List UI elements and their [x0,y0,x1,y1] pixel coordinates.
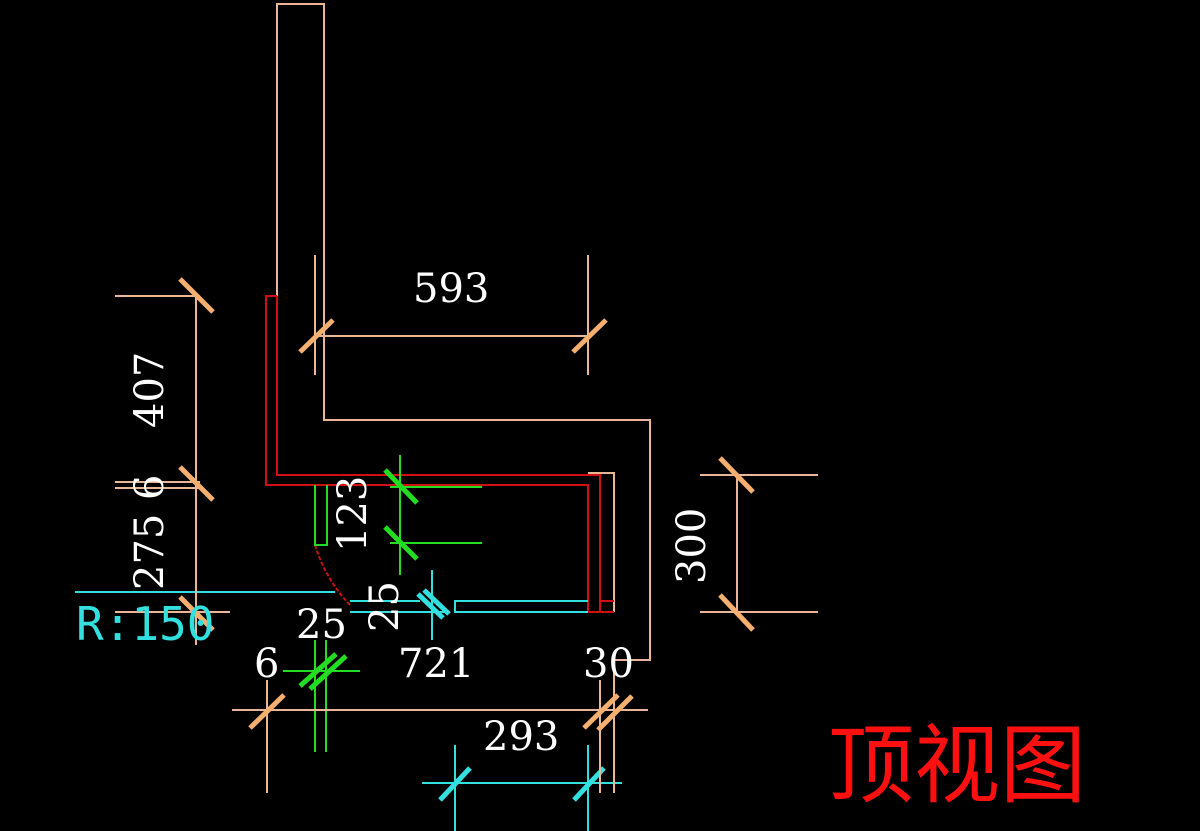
dim-label-123: 123 [330,476,376,552]
tick-left-mid [178,465,215,502]
dim-label-6-horizontal: 6 [254,641,279,687]
tick-cyan-25b [422,588,451,616]
cabinet-outline [276,3,651,661]
dim-label-593: 593 [413,266,489,312]
dim-label-407: 407 [127,352,173,428]
tick-293-left [438,766,472,802]
tick-cyan-25a [416,592,445,620]
dim-label-293: 293 [483,714,559,760]
green-dim-lines [283,455,482,752]
green-ticks [298,468,419,691]
outline-inner-box [588,472,615,612]
tick-123-top [383,468,419,505]
radius-label: R:150 [76,597,214,651]
orange-ticks [178,277,755,732]
dim-label-30: 30 [583,641,634,687]
wall-red-lines [265,295,614,613]
green-bracket [314,485,328,546]
view-title: 顶视图 [828,716,1086,816]
tick-30-a [582,693,620,730]
wall-left-inner [276,296,601,612]
tick-25h-b [308,654,348,691]
outline-back-panel [276,3,651,661]
tick-593-left [298,318,335,354]
tick-left-top [178,277,215,314]
dim-label-25-vertical: 25 [362,581,408,632]
dim-label-721: 721 [398,641,474,687]
tick-300-top [718,456,755,494]
dim-label-300: 300 [669,508,715,584]
tick-593-right [571,318,608,354]
tick-6h [248,693,286,730]
dim-label-25-horizontal: 25 [296,602,347,648]
dim-label-6-vertical: 6 [127,475,173,500]
tick-25h-a [298,652,338,688]
dim-label-275: 275 [127,514,173,590]
tick-300-bottom [718,593,755,632]
tick-30-b [596,694,634,732]
tick-123-bottom [383,525,419,561]
shelf-right-box [454,600,588,613]
tick-left-bottom [178,595,215,632]
orange-dim-lines [115,255,818,793]
wall-left-outer [265,295,589,612]
